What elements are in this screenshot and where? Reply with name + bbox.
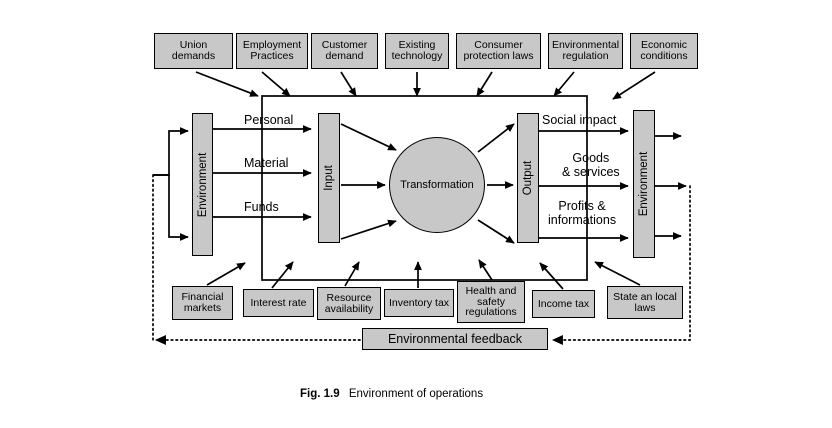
factor-label: Inventory tax (388, 296, 450, 309)
figure-caption-text: Environment of operations (348, 388, 484, 400)
flow-label-goods-services: Goods& services (562, 151, 620, 179)
environmental-feedback-label: Environmental feedback (387, 332, 523, 346)
environmental-feedback-bar[interactable]: Environmental feedback (362, 328, 548, 350)
factor-label: Interest rate (250, 296, 307, 309)
flow-label-social-impact: Social impact (542, 113, 617, 127)
output-label: Output (522, 160, 534, 196)
environment-output-label: Environment (638, 151, 650, 217)
input-label: Input (323, 165, 335, 191)
factor-box-inventory-tax[interactable]: Inventory tax (384, 289, 454, 317)
environment-input-label: Environment (196, 152, 209, 217)
flow-label-material: Material (244, 156, 289, 170)
figure-caption-label: Fig. 1.9 (300, 388, 340, 400)
environment-output-bar[interactable]: Environment (633, 110, 655, 258)
flow-label-profits-informations: Profits &informations (548, 199, 617, 227)
input-bar[interactable]: Input (318, 113, 340, 243)
flow-label-funds: Funds (244, 200, 279, 214)
flow-label-personal: Personal (244, 113, 294, 127)
factor-label: Income tax (537, 297, 590, 310)
factor-box-income-tax[interactable]: Income tax (532, 290, 595, 318)
environment-input-bar[interactable]: Environment (192, 113, 213, 256)
transformation-label: Transformation (400, 179, 474, 191)
factor-box-interest-rate[interactable]: Interest rate (243, 289, 314, 317)
transformation-node[interactable]: Transformation (389, 137, 485, 233)
figure-caption: Fig. 1.9 Environment of operations (300, 388, 483, 400)
output-bar[interactable]: Output (517, 113, 539, 243)
